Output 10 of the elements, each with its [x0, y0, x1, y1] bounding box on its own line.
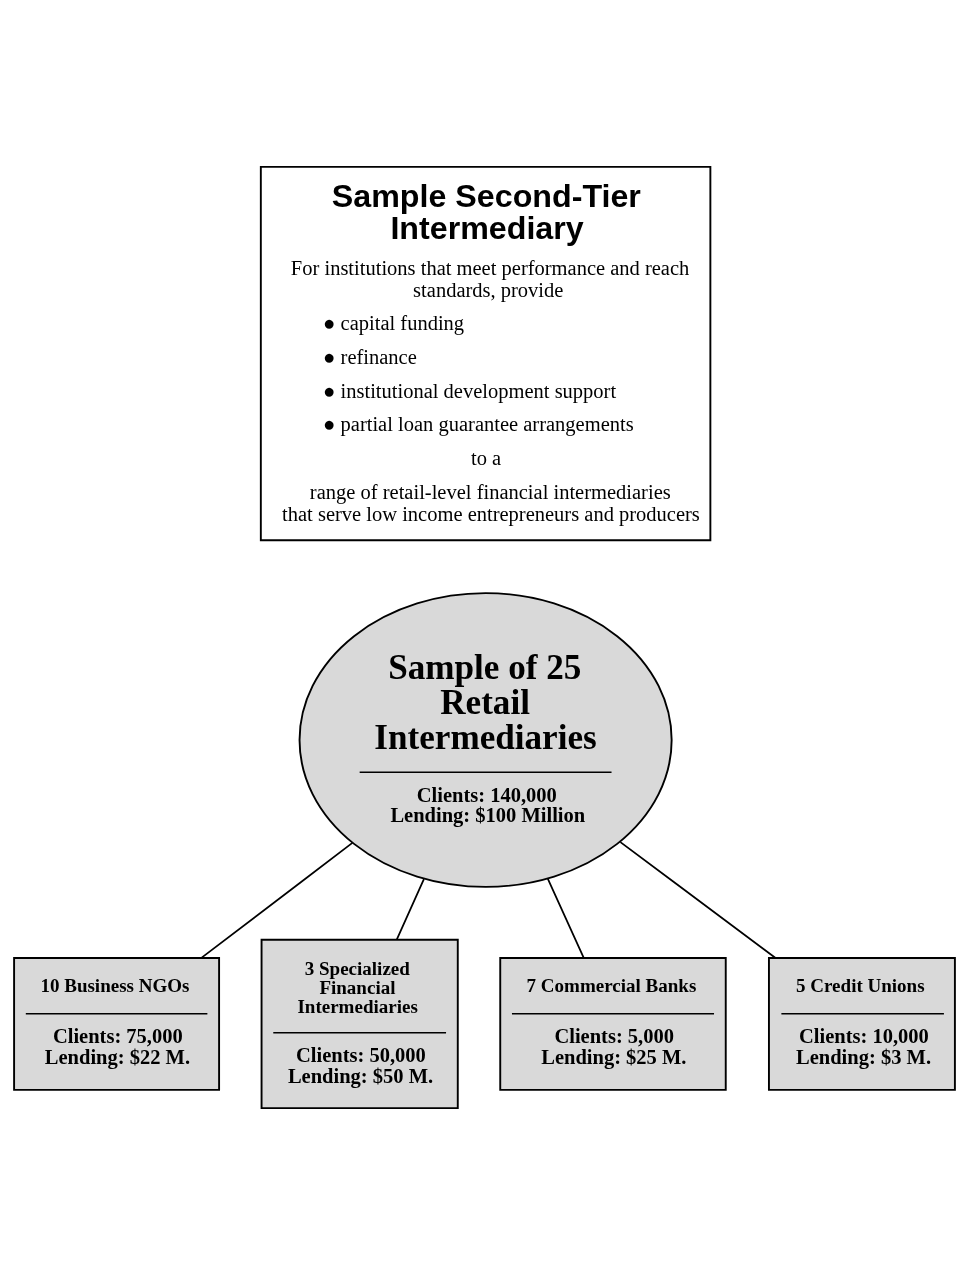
node-box: 10 Business NGOs Clients: 75,000 Lending: $22 M. [13, 957, 221, 1091]
node-ellipse: Sample of 25 Retail Intermediaries Clients: 140,000 Lending: $100 Million [298, 592, 673, 888]
node-box: 7 Commercial Banks Clients: 5,000 Lending: $25 M. [499, 957, 727, 1091]
connector [395, 878, 425, 941]
node-box: 5 Credit Unions Clients: 10,000 Lending: $3 M. [768, 957, 956, 1091]
node-box: Sample Second-Tier Intermediary For institutions that meet performance and reach standards, provide ● capital funding ● refinance ● institutional development support ● partial loan guarantee arrangements to a range of retail-level financial intermediaries that serve low income entrepreneurs and producers [259, 165, 712, 542]
node-box: 3 Specialized Financial Intermediaries Clients: 50,000 Lending: $50 M. [260, 938, 459, 1110]
connector [546, 877, 585, 959]
connector [200, 842, 354, 959]
connector [619, 841, 777, 959]
